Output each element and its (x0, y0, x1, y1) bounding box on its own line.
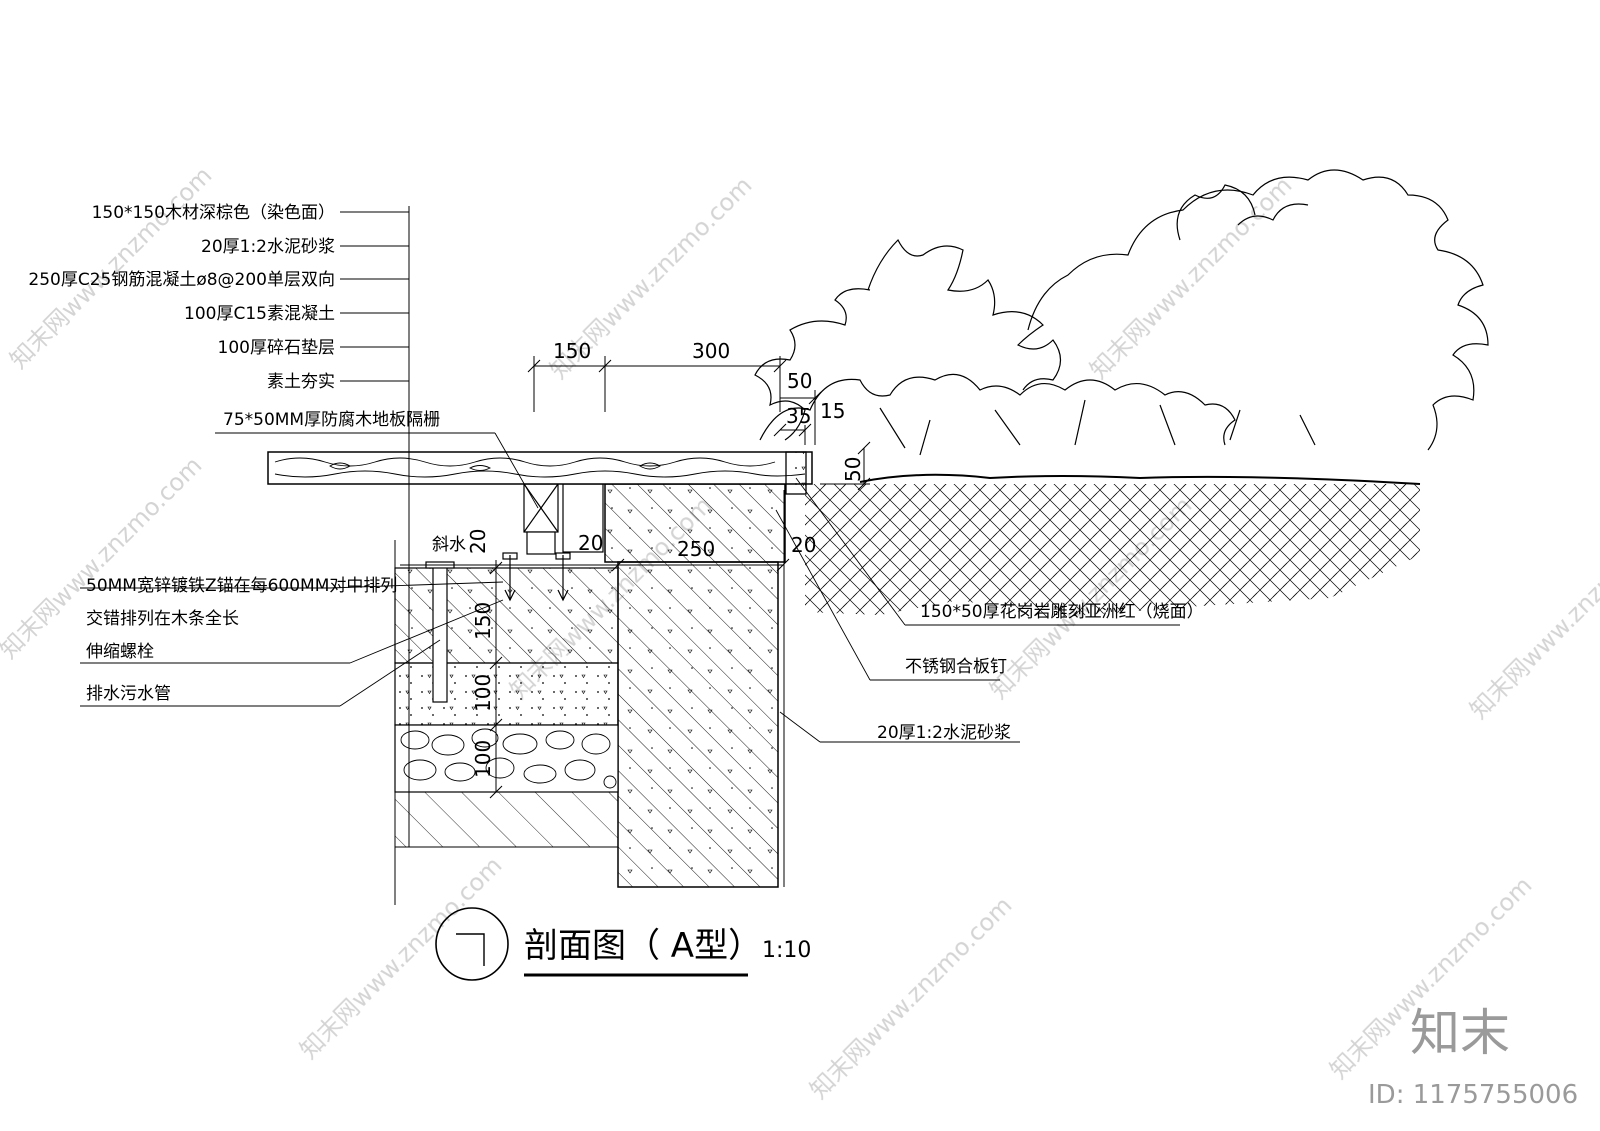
note-timber: 150*150木材深棕色（染色面） (92, 203, 335, 223)
expansion-bolts (502, 552, 571, 602)
plain-concrete-layer (394, 662, 619, 726)
note-compacted-soil: 素土夯实 (267, 372, 335, 392)
granite-coping (785, 451, 807, 495)
dim-150-top: 150 (553, 339, 591, 363)
note-plain-concrete: 100厚C15素混凝土 (184, 304, 335, 324)
note-steel-nail: 不锈钢合板钉 (905, 657, 1007, 677)
note-leaders-right (775, 477, 1180, 743)
note-expansion-bolt: 伸缩螺栓 (86, 642, 154, 662)
dim-slope: 斜水 (432, 535, 466, 555)
note-grille: 75*50MM厚防腐木地板隔栅 (223, 410, 440, 430)
watermark-diagonal: 知末网www.znzmo.com (294, 851, 507, 1064)
dim-50-top: 50 (787, 369, 812, 393)
title-scale: 1:10 (762, 938, 811, 963)
dim-35: 35 (786, 404, 811, 428)
note-mortar: 20厚1:2水泥砂浆 (201, 237, 335, 257)
dim-20-step: 20 (578, 531, 603, 555)
dim-20-slope: 20 (466, 529, 490, 554)
section-marker-circle (435, 907, 509, 981)
note-mortar-right: 20厚1:2水泥砂浆 (877, 723, 1011, 743)
note-z-anchor: 50MM宽锌镀铁Z锚在每600MM对中排列 (86, 576, 397, 596)
dim-20-right: 20 (791, 533, 816, 557)
dim-250: 250 (677, 537, 715, 561)
section-marker-glyph (456, 933, 485, 966)
note-rc-slab: 250厚C25钢筋混凝土ø8@200单层双向 (28, 270, 335, 290)
watermark-diagonal: 知末网www.znzmo.com (1464, 511, 1600, 724)
dim-300: 300 (692, 339, 730, 363)
note-gravel: 100厚碎石垫层 (218, 338, 335, 358)
dim-v150: 150 (471, 602, 495, 640)
shrub-canopy (754, 169, 1489, 456)
dim-15: 15 (820, 399, 845, 423)
watermark-diagonal: 知末网www.znzmo.com (0, 451, 207, 664)
gravel-stones (400, 728, 617, 789)
note-leaders-left (80, 211, 539, 707)
section-title: 剖面图（ A型） 1:10 (435, 907, 811, 981)
dim-50-right: 50 (841, 457, 865, 482)
gravel-layer (394, 724, 619, 793)
title-label: 剖面图（ A型） (524, 926, 762, 966)
compacted-soil (395, 792, 618, 847)
note-granite: 150*50厚花岗岩雕刻亚洲红（烧面） (920, 602, 1204, 622)
drain-pipe (432, 566, 448, 703)
dim-v100b: 100 (471, 740, 495, 778)
watermark-diagonal: 知末网www.znzmo.com (804, 891, 1017, 1104)
ground-soil-right (805, 484, 1420, 618)
ground-surface (859, 473, 1421, 485)
wood-grain (274, 457, 806, 478)
watermark-id: ID: 1175755006 (1368, 1080, 1578, 1110)
dim-v100a: 100 (471, 674, 495, 712)
watermark-logo: 知末 (1410, 1004, 1510, 1062)
dimension-lines (400, 356, 871, 799)
note-staggered: 交错排列在木条全长 (86, 609, 239, 629)
watermark-diagonal: 知末网www.znzmo.com (4, 161, 217, 374)
timber-deck-board (267, 451, 813, 485)
note-drain-pipe: 排水污水管 (86, 684, 171, 704)
